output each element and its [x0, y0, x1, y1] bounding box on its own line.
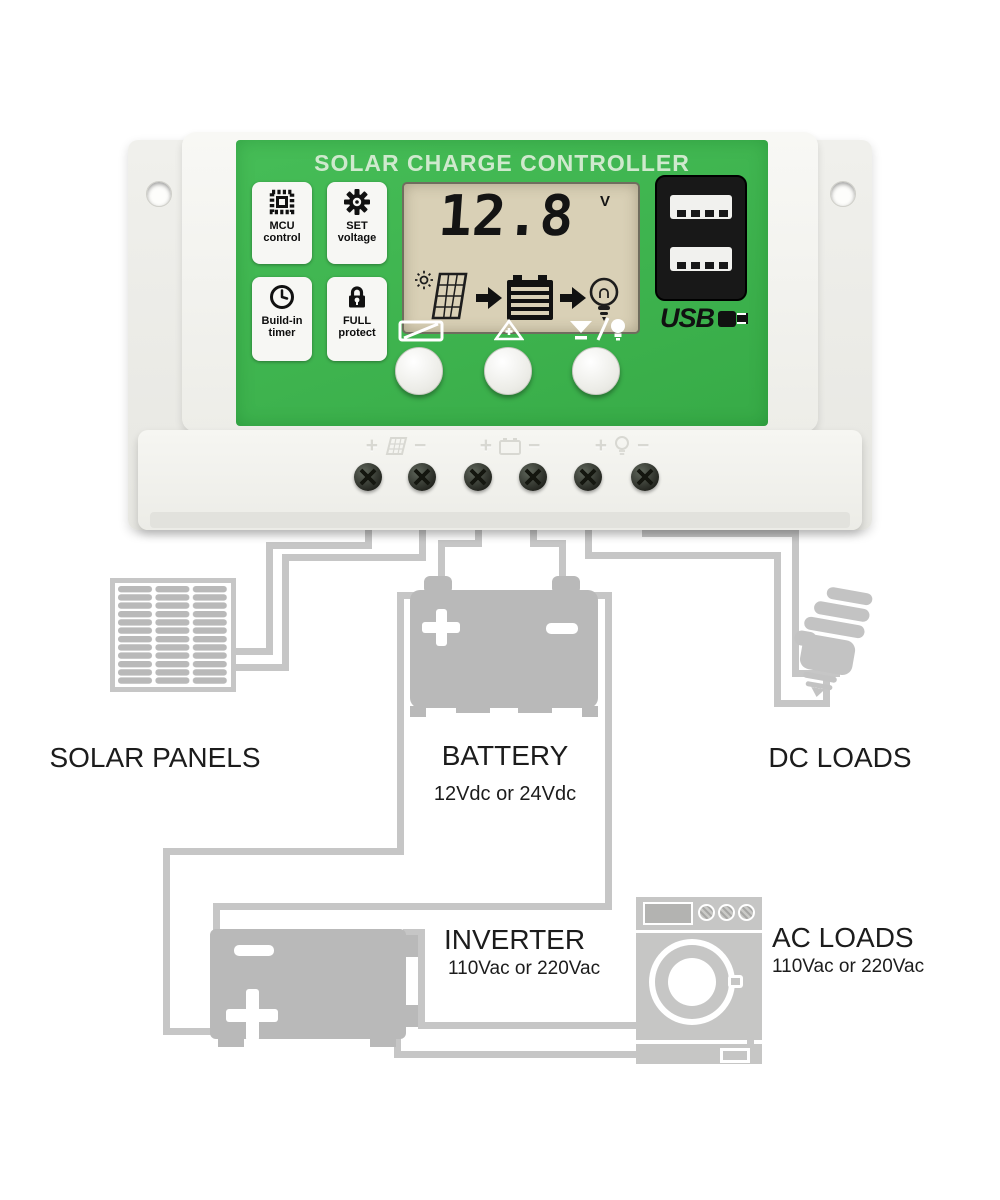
- battery-minus-symbol: [546, 623, 578, 634]
- terminal-screw: [464, 463, 492, 491]
- solar-button: [395, 347, 443, 395]
- gear-icon: [344, 189, 370, 215]
- solar-panels-label: SOLAR PANELS: [49, 742, 261, 773]
- terminal-screw: [574, 463, 602, 491]
- lcd-voltage-unit: V: [599, 193, 610, 210]
- lcd-display: 12.8 V: [402, 182, 640, 334]
- sun-icon: [415, 270, 433, 290]
- terminal-screw: [408, 463, 436, 491]
- mounting-hole: [830, 181, 856, 207]
- terminal-screw: [519, 463, 547, 491]
- lcd-flow-icons: [415, 270, 619, 321]
- battery-icon: [507, 275, 553, 320]
- terminal-screw: [354, 463, 382, 491]
- battery-spec: 12Vdc or 24Vdc: [433, 783, 577, 805]
- battery-graphic: [410, 576, 600, 718]
- controller-bottom-edge: [150, 512, 850, 528]
- controller-title: SOLAR CHARGE CONTROLLER: [314, 150, 690, 176]
- terminal-label-solar: + −: [365, 434, 427, 457]
- lcd-voltage-value: 12.8: [436, 184, 576, 249]
- washer-knob: [698, 904, 715, 921]
- bulb-icon: [589, 277, 619, 321]
- battery-body: [410, 590, 598, 708]
- arrow-right-icon: [476, 287, 502, 309]
- battery-negative-post: [552, 576, 580, 594]
- charge-plus-icon: [494, 318, 524, 341]
- load-select-icon: [570, 317, 625, 341]
- cfl-bulb-graphic: [779, 581, 887, 707]
- usb-plug-icon: [718, 310, 749, 327]
- badge-full-protect: FULL protect: [327, 277, 387, 361]
- mcu-chip-icon: [269, 189, 295, 215]
- ac-loads-spec: 110Vac or 220Vac: [772, 956, 925, 977]
- solar-panel-icon: [385, 437, 408, 455]
- washing-machine-graphic: [636, 897, 762, 1069]
- usb-port-top: [670, 195, 732, 219]
- plus-button: [484, 347, 532, 395]
- washer-knob: [718, 904, 735, 921]
- solar-panel-graphic: [110, 578, 236, 692]
- washer-display: [643, 902, 693, 925]
- terminal-label-battery: + −: [479, 434, 541, 457]
- inverter-label: INVERTER: [444, 924, 586, 955]
- clock-icon: [270, 285, 294, 309]
- inverter-spec: 110Vac or 220Vac: [448, 958, 601, 979]
- washer-knob: [738, 904, 755, 921]
- solar-indicator-icon: [398, 320, 444, 342]
- battery-label: BATTERY: [441, 740, 569, 771]
- inverter-graphic: [210, 923, 422, 1049]
- ac-loads-label: AC LOADS: [772, 922, 914, 953]
- badge-mcu-control: MCU control: [252, 182, 312, 264]
- load-button: [572, 347, 620, 395]
- usb-ports: [655, 175, 747, 301]
- lamp-icon: [615, 436, 629, 455]
- washer-drum: [668, 958, 716, 1006]
- badge-build-in-timer: Build-in timer: [252, 277, 312, 361]
- mounting-hole: [146, 181, 172, 207]
- terminal-screw: [631, 463, 659, 491]
- battery-icon: [499, 438, 521, 455]
- padlock-icon: [349, 286, 365, 308]
- solar-panel-icon: [431, 272, 468, 320]
- arrow-right-icon: [560, 287, 586, 309]
- inverter-minus-symbol: [234, 945, 274, 956]
- battery-positive-post: [424, 576, 452, 594]
- terminal-label-load: + −: [594, 434, 650, 457]
- badge-set-voltage: SET voltage: [327, 182, 387, 264]
- dc-loads-label: DC LOADS: [768, 742, 912, 773]
- usb-logo: USB: [660, 303, 752, 334]
- usb-port-bottom: [670, 247, 732, 271]
